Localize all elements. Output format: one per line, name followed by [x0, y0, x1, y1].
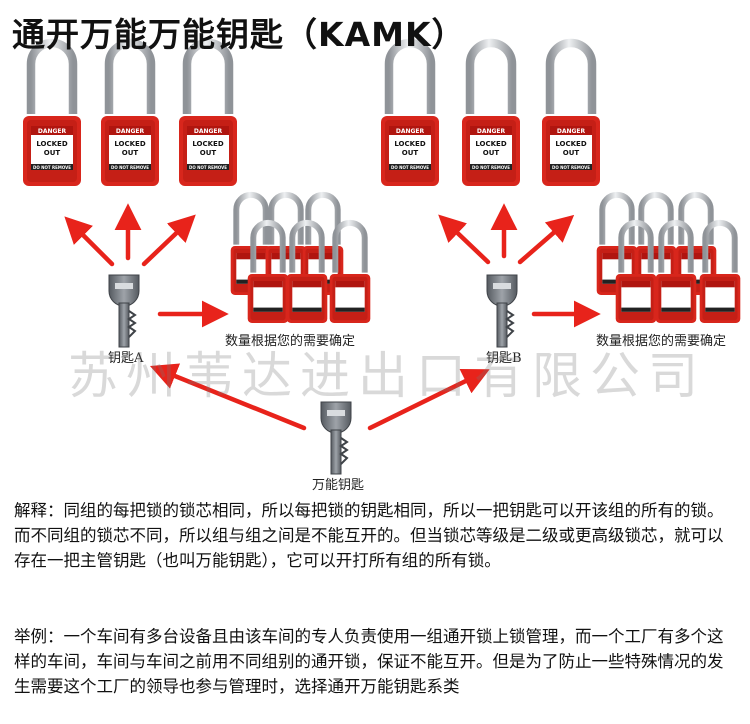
svg-text:LOCKED: LOCKED: [555, 140, 587, 148]
arrows: [64, 203, 601, 431]
arrow: [367, 369, 490, 431]
svg-text:LOCKED: LOCKED: [114, 140, 146, 148]
watermark: 苏州苇达进出口有限公司: [68, 347, 706, 405]
svg-text:LOCKED: LOCKED: [36, 140, 68, 148]
lock-cluster-b: [597, 195, 741, 323]
svg-text:LOCKED: LOCKED: [475, 140, 507, 148]
svg-text:OUT: OUT: [563, 149, 580, 157]
arrow: [64, 216, 115, 267]
svg-text:DO NOT REMOVE: DO NOT REMOVE: [33, 165, 71, 170]
key-a-label: 钥匙A: [108, 351, 144, 366]
svg-text:DANGER: DANGER: [38, 128, 67, 135]
quantity-note-left: 数量根据您的需要确定: [225, 334, 356, 349]
quantity-note-right: 数量根据您的需要确定: [596, 334, 727, 349]
arrow: [149, 363, 307, 431]
page-title: 通开万能万能钥匙（KAMK）: [12, 15, 466, 54]
svg-text:LOCKED: LOCKED: [394, 140, 426, 148]
svg-text:OUT: OUT: [44, 149, 61, 157]
svg-text:OUT: OUT: [122, 149, 139, 157]
svg-text:DANGER: DANGER: [194, 128, 223, 135]
svg-text:OUT: OUT: [200, 149, 217, 157]
svg-text:DO NOT REMOVE: DO NOT REMOVE: [552, 165, 590, 170]
svg-text:DANGER: DANGER: [116, 128, 145, 135]
svg-text:DANGER: DANGER: [557, 128, 586, 135]
svg-text:DANGER: DANGER: [477, 128, 506, 135]
explanation-text: 解释：同组的每把锁的锁芯相同，所以每把锁的钥匙相同，所以一把钥匙可以开该组的所有…: [14, 501, 724, 570]
master-key-label: 万能钥匙: [312, 478, 365, 493]
arrow: [438, 214, 491, 265]
svg-text:DANGER: DANGER: [396, 128, 425, 135]
lock-cluster-a: [231, 195, 371, 323]
svg-text:LOCKED: LOCKED: [192, 140, 224, 148]
arrow: [141, 214, 196, 267]
svg-text:DO NOT REMOVE: DO NOT REMOVE: [111, 165, 149, 170]
svg-text:OUT: OUT: [483, 149, 500, 157]
arrow: [517, 214, 575, 265]
key-b-label: 钥匙B: [486, 351, 522, 366]
svg-text:DO NOT REMOVE: DO NOT REMOVE: [391, 165, 429, 170]
example-text: 举例：一个车间有多台设备且由该车间的专人负责使用一组通开锁上锁管理，而一个工厂有…: [14, 627, 724, 696]
svg-text:OUT: OUT: [402, 149, 419, 157]
master-key-icon: [320, 401, 352, 475]
svg-text:DO NOT REMOVE: DO NOT REMOVE: [472, 165, 510, 170]
svg-text:DO NOT REMOVE: DO NOT REMOVE: [189, 165, 227, 170]
